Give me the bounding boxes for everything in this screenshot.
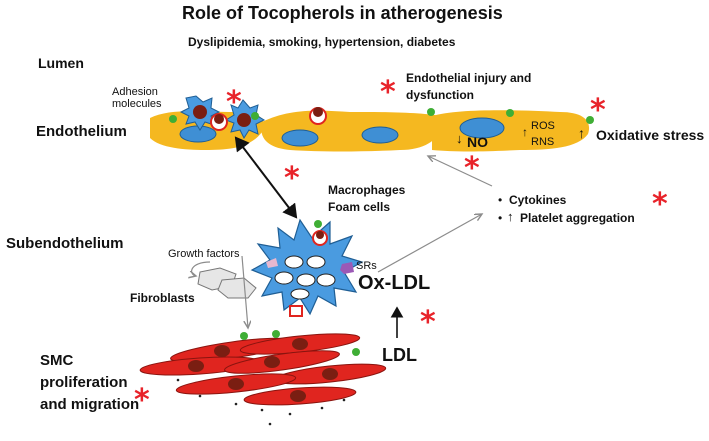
adhesion-cell-core — [313, 107, 323, 117]
asterisk-icon: * — [420, 305, 436, 340]
ldl-particle — [314, 220, 322, 228]
asterisk-icon: * — [652, 187, 668, 222]
rns-label: RNS — [531, 136, 555, 148]
platelet-up-arrow: ↑ — [507, 209, 514, 224]
endothelium-label: Endothelium — [36, 123, 127, 140]
fibroblasts-group — [197, 267, 257, 299]
endothelial-injury-label: Endothelial injury and dysfunction — [406, 71, 532, 102]
oxidative-stress-label: Oxidative stress — [596, 127, 705, 143]
receptor-tag — [289, 305, 303, 317]
platelet-aggregation-label: Platelet aggregation — [520, 211, 635, 225]
lipid-droplet — [274, 271, 294, 285]
macrophage-foam-cell — [250, 218, 364, 317]
srs-label: SRs — [356, 260, 377, 272]
ros-up-arrow: ↑ — [522, 125, 528, 139]
smc-nucleus — [292, 338, 308, 350]
ldl-particle — [506, 109, 514, 117]
risk-factors-subtitle: Dyslipidemia, smoking, hypertension, dia… — [188, 35, 456, 49]
debris-dot — [198, 394, 202, 398]
ox-ldl-label: Ox-LDL — [358, 272, 431, 294]
growth-factor-arrow — [192, 261, 211, 276]
cytokines-bullet: • — [498, 193, 503, 207]
lipid-droplet — [284, 255, 304, 269]
fibroblasts-label: Fibroblasts — [130, 291, 195, 305]
cell-nucleus — [361, 126, 399, 144]
adhesion-monocytes — [169, 95, 594, 140]
debris-dot — [260, 408, 264, 412]
adhesion-cell-core — [214, 114, 224, 124]
oxidative-stress-up-arrow: ↑ — [578, 125, 585, 141]
ldl-particle — [272, 330, 280, 338]
no-down-arrow: ↓ — [456, 131, 463, 146]
asterisk-icon: * — [380, 75, 396, 110]
ros-label: ROS — [531, 120, 555, 132]
ldl-particle — [169, 115, 177, 123]
ldl-particle — [427, 108, 435, 116]
asterisk-icon: * — [134, 383, 150, 418]
asterisk-icon: * — [284, 161, 300, 196]
cell-nucleus — [459, 117, 505, 139]
debris-dot — [234, 402, 238, 406]
smc-nucleus — [214, 345, 230, 357]
no-label: NO — [467, 134, 488, 150]
ldl-label: LDL — [382, 345, 417, 365]
endothelium-layer — [150, 110, 590, 152]
smc-nucleus — [228, 378, 244, 390]
platelet-bullet: • — [498, 211, 503, 225]
cell-nucleus — [179, 125, 217, 143]
debris-dot — [320, 406, 324, 410]
asterisk-icon: * — [464, 151, 480, 186]
debris-dot — [176, 378, 180, 382]
oxldl-to-cytokines-arrow — [377, 214, 482, 273]
lipid-droplet — [306, 255, 326, 269]
migration-arrow — [234, 136, 298, 219]
smc-nucleus — [290, 390, 306, 402]
smc-layer — [139, 330, 387, 426]
ldl-particle — [352, 348, 360, 356]
ldl-particle — [251, 112, 259, 120]
lumen-label: Lumen — [38, 55, 84, 71]
macrophages-label: Macrophages Foam cells — [328, 183, 406, 214]
smc-label: SMC proliferation and migration — [40, 352, 140, 413]
adhesion-cell-core — [316, 231, 324, 239]
debris-dot — [268, 422, 272, 426]
smooth-muscle-cell — [224, 350, 340, 374]
debris-dot — [342, 398, 346, 402]
cytokines-label: Cytokines — [509, 193, 567, 207]
smc-nucleus — [264, 356, 280, 368]
lipid-droplet — [290, 288, 310, 300]
receptor-shape — [266, 258, 278, 268]
macrophage-to-smc-arrow — [241, 255, 248, 328]
lipid-droplet — [316, 273, 336, 287]
fibroblast-cell — [217, 277, 257, 299]
smc-nucleus — [188, 360, 204, 372]
debris-dot — [288, 412, 292, 416]
cell-nucleus — [281, 129, 319, 147]
cytokines-to-endothelium-arrow — [428, 156, 493, 187]
asterisk-icon: * — [590, 93, 606, 128]
monocyte-nucleus — [237, 113, 251, 127]
endothelial-cell-middle — [261, 110, 441, 152]
monocyte-nucleus — [193, 105, 207, 119]
asterisk-icon: * — [226, 85, 242, 120]
smc-nucleus — [322, 368, 338, 380]
ldl-particle — [586, 116, 594, 124]
lipid-droplet — [296, 273, 316, 287]
diagram-title: Role of Tocopherols in atherogenesis — [182, 3, 503, 23]
scavenger-receptor — [340, 262, 354, 274]
adhesion-molecules-label: Adhesion molecules — [112, 86, 162, 111]
growth-factors-label: Growth factors — [168, 248, 240, 260]
ldl-particle — [240, 332, 248, 340]
subendothelium-label: Subendothelium — [6, 235, 124, 252]
